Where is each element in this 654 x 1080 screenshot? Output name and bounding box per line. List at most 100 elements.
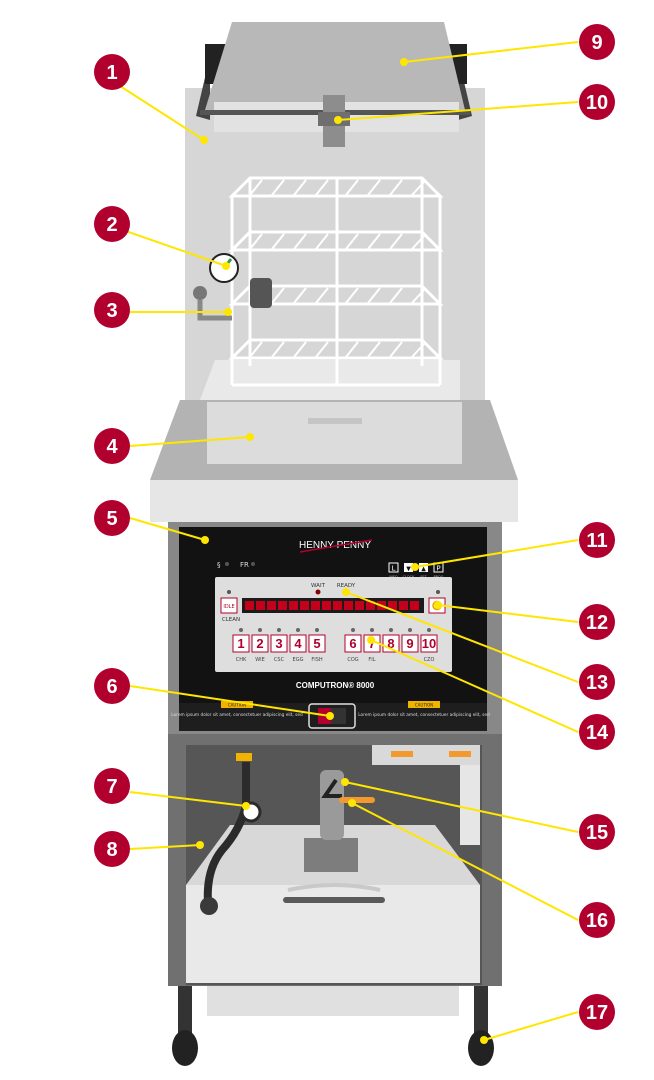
callout-number: 12	[586, 612, 608, 634]
product-key-label: WIE	[255, 657, 265, 663]
product-key-led	[408, 628, 412, 632]
product-key-led	[277, 628, 281, 632]
warning-tag-right-text: CAUTION	[415, 703, 433, 708]
callout-number: 10	[586, 92, 608, 114]
deck-recess	[207, 402, 462, 464]
idle-led	[227, 590, 231, 594]
callout-badge-14	[579, 714, 615, 750]
callout-number: 5	[106, 508, 117, 530]
callout-badge-1	[94, 54, 130, 90]
product-key-5[interactable]	[308, 634, 326, 653]
toggle-label-b: FR	[240, 561, 249, 569]
leader-lines	[119, 41, 579, 1041]
product-key-led	[315, 628, 319, 632]
nav-key-up[interactable]	[419, 563, 428, 572]
nav-key-down[interactable]	[404, 563, 413, 572]
leg-left	[178, 986, 192, 1034]
safety-valve-pipe	[197, 300, 232, 321]
product-key-4[interactable]	[289, 634, 307, 653]
safety-valve-knob	[193, 286, 207, 300]
product-key-led	[258, 628, 262, 632]
callout-number: 11	[586, 530, 607, 552]
idle-button[interactable]	[220, 597, 238, 614]
callout-number: 8	[106, 839, 117, 861]
callout-badge-6	[94, 668, 130, 704]
product-key-led	[370, 628, 374, 632]
product-key-led	[239, 628, 243, 632]
callout-number: 2	[106, 214, 117, 236]
toggle-led-a	[225, 562, 229, 566]
product-key-10[interactable]	[420, 634, 438, 653]
deck-recess-slot	[308, 418, 362, 424]
nav-key-info[interactable]	[388, 562, 399, 573]
lid	[205, 22, 465, 110]
product-key-1[interactable]	[232, 634, 250, 653]
product-key-number: 2	[256, 636, 263, 651]
product-key-label: CZO	[424, 657, 435, 663]
product-key-number: 3	[275, 636, 282, 651]
product-key-number: 8	[387, 636, 394, 651]
leg-right	[474, 986, 488, 1034]
hose-end	[200, 897, 218, 915]
basket-rack	[228, 176, 444, 387]
callout-number: 15	[586, 822, 608, 844]
callout-number: 1	[106, 62, 117, 84]
shelf-tab-right	[449, 751, 471, 757]
callout-number: 9	[591, 32, 602, 54]
product-key-label: FISH	[311, 657, 323, 663]
safety-valve-body	[250, 278, 272, 308]
brand-logo-swoosh	[299, 539, 373, 553]
toggle-led-b	[251, 562, 255, 566]
fry-well	[200, 360, 460, 400]
callout-badge-5	[94, 500, 130, 536]
shelf-tab-left	[391, 751, 413, 757]
svg-text:IDLE: IDLE	[223, 604, 234, 610]
svg-text:P: P	[436, 565, 440, 573]
callout-number: 3	[106, 300, 117, 322]
callout-badge-4	[94, 428, 130, 464]
product-key-label: COG	[347, 657, 358, 663]
product-key-9[interactable]	[401, 634, 419, 653]
ready-label: READY	[337, 583, 356, 589]
hose-clip	[236, 753, 252, 761]
callout-badge-11	[579, 522, 615, 558]
callout-badge-7	[94, 768, 130, 804]
computron-face	[215, 577, 452, 672]
product-key-label: EGG	[293, 657, 304, 663]
callout-badge-10	[579, 84, 615, 120]
basket-wires	[249, 179, 425, 358]
warning-tag-left	[221, 701, 253, 708]
svg-text:▲: ▲	[421, 566, 426, 573]
wait-label: WAIT	[311, 583, 326, 589]
drain-valve-column	[320, 770, 344, 840]
model-name: COMPUTRON® 8000	[296, 681, 375, 690]
lid-spindle-collar	[318, 112, 350, 126]
product-key-3[interactable]	[270, 634, 288, 653]
power-switch-bezel	[308, 703, 356, 729]
product-key-led	[351, 628, 355, 632]
wait-led	[315, 589, 321, 595]
product-keys: 1CHK2WIE3CSC4EGG5FISH6COG7FIL8910CZO	[232, 628, 438, 663]
product-key-label: CHK	[236, 657, 247, 663]
callout-badge-16	[579, 902, 615, 938]
callout-badge-2	[94, 206, 130, 242]
warning-tag-left-text: CAUTION	[228, 703, 246, 708]
product-key-2[interactable]	[251, 634, 269, 653]
svg-text:L: L	[392, 565, 396, 573]
drain-valve-handle	[321, 778, 342, 798]
callout-number: 4	[106, 436, 118, 458]
warning-tag-right	[408, 701, 440, 708]
callout-badge-17	[579, 994, 615, 1030]
deck-front-lip	[150, 480, 518, 522]
caster-right	[468, 1030, 494, 1066]
svg-text:▼: ▼	[406, 566, 411, 573]
toggle-label-a: §	[217, 561, 221, 569]
product-key-6[interactable]	[344, 634, 362, 653]
product-key-label: FIL	[368, 657, 375, 663]
power-switch-rocker	[331, 708, 346, 724]
cabinet-shelf	[372, 745, 480, 765]
caster-left	[172, 1030, 198, 1066]
product-key-number: 10	[422, 636, 436, 651]
